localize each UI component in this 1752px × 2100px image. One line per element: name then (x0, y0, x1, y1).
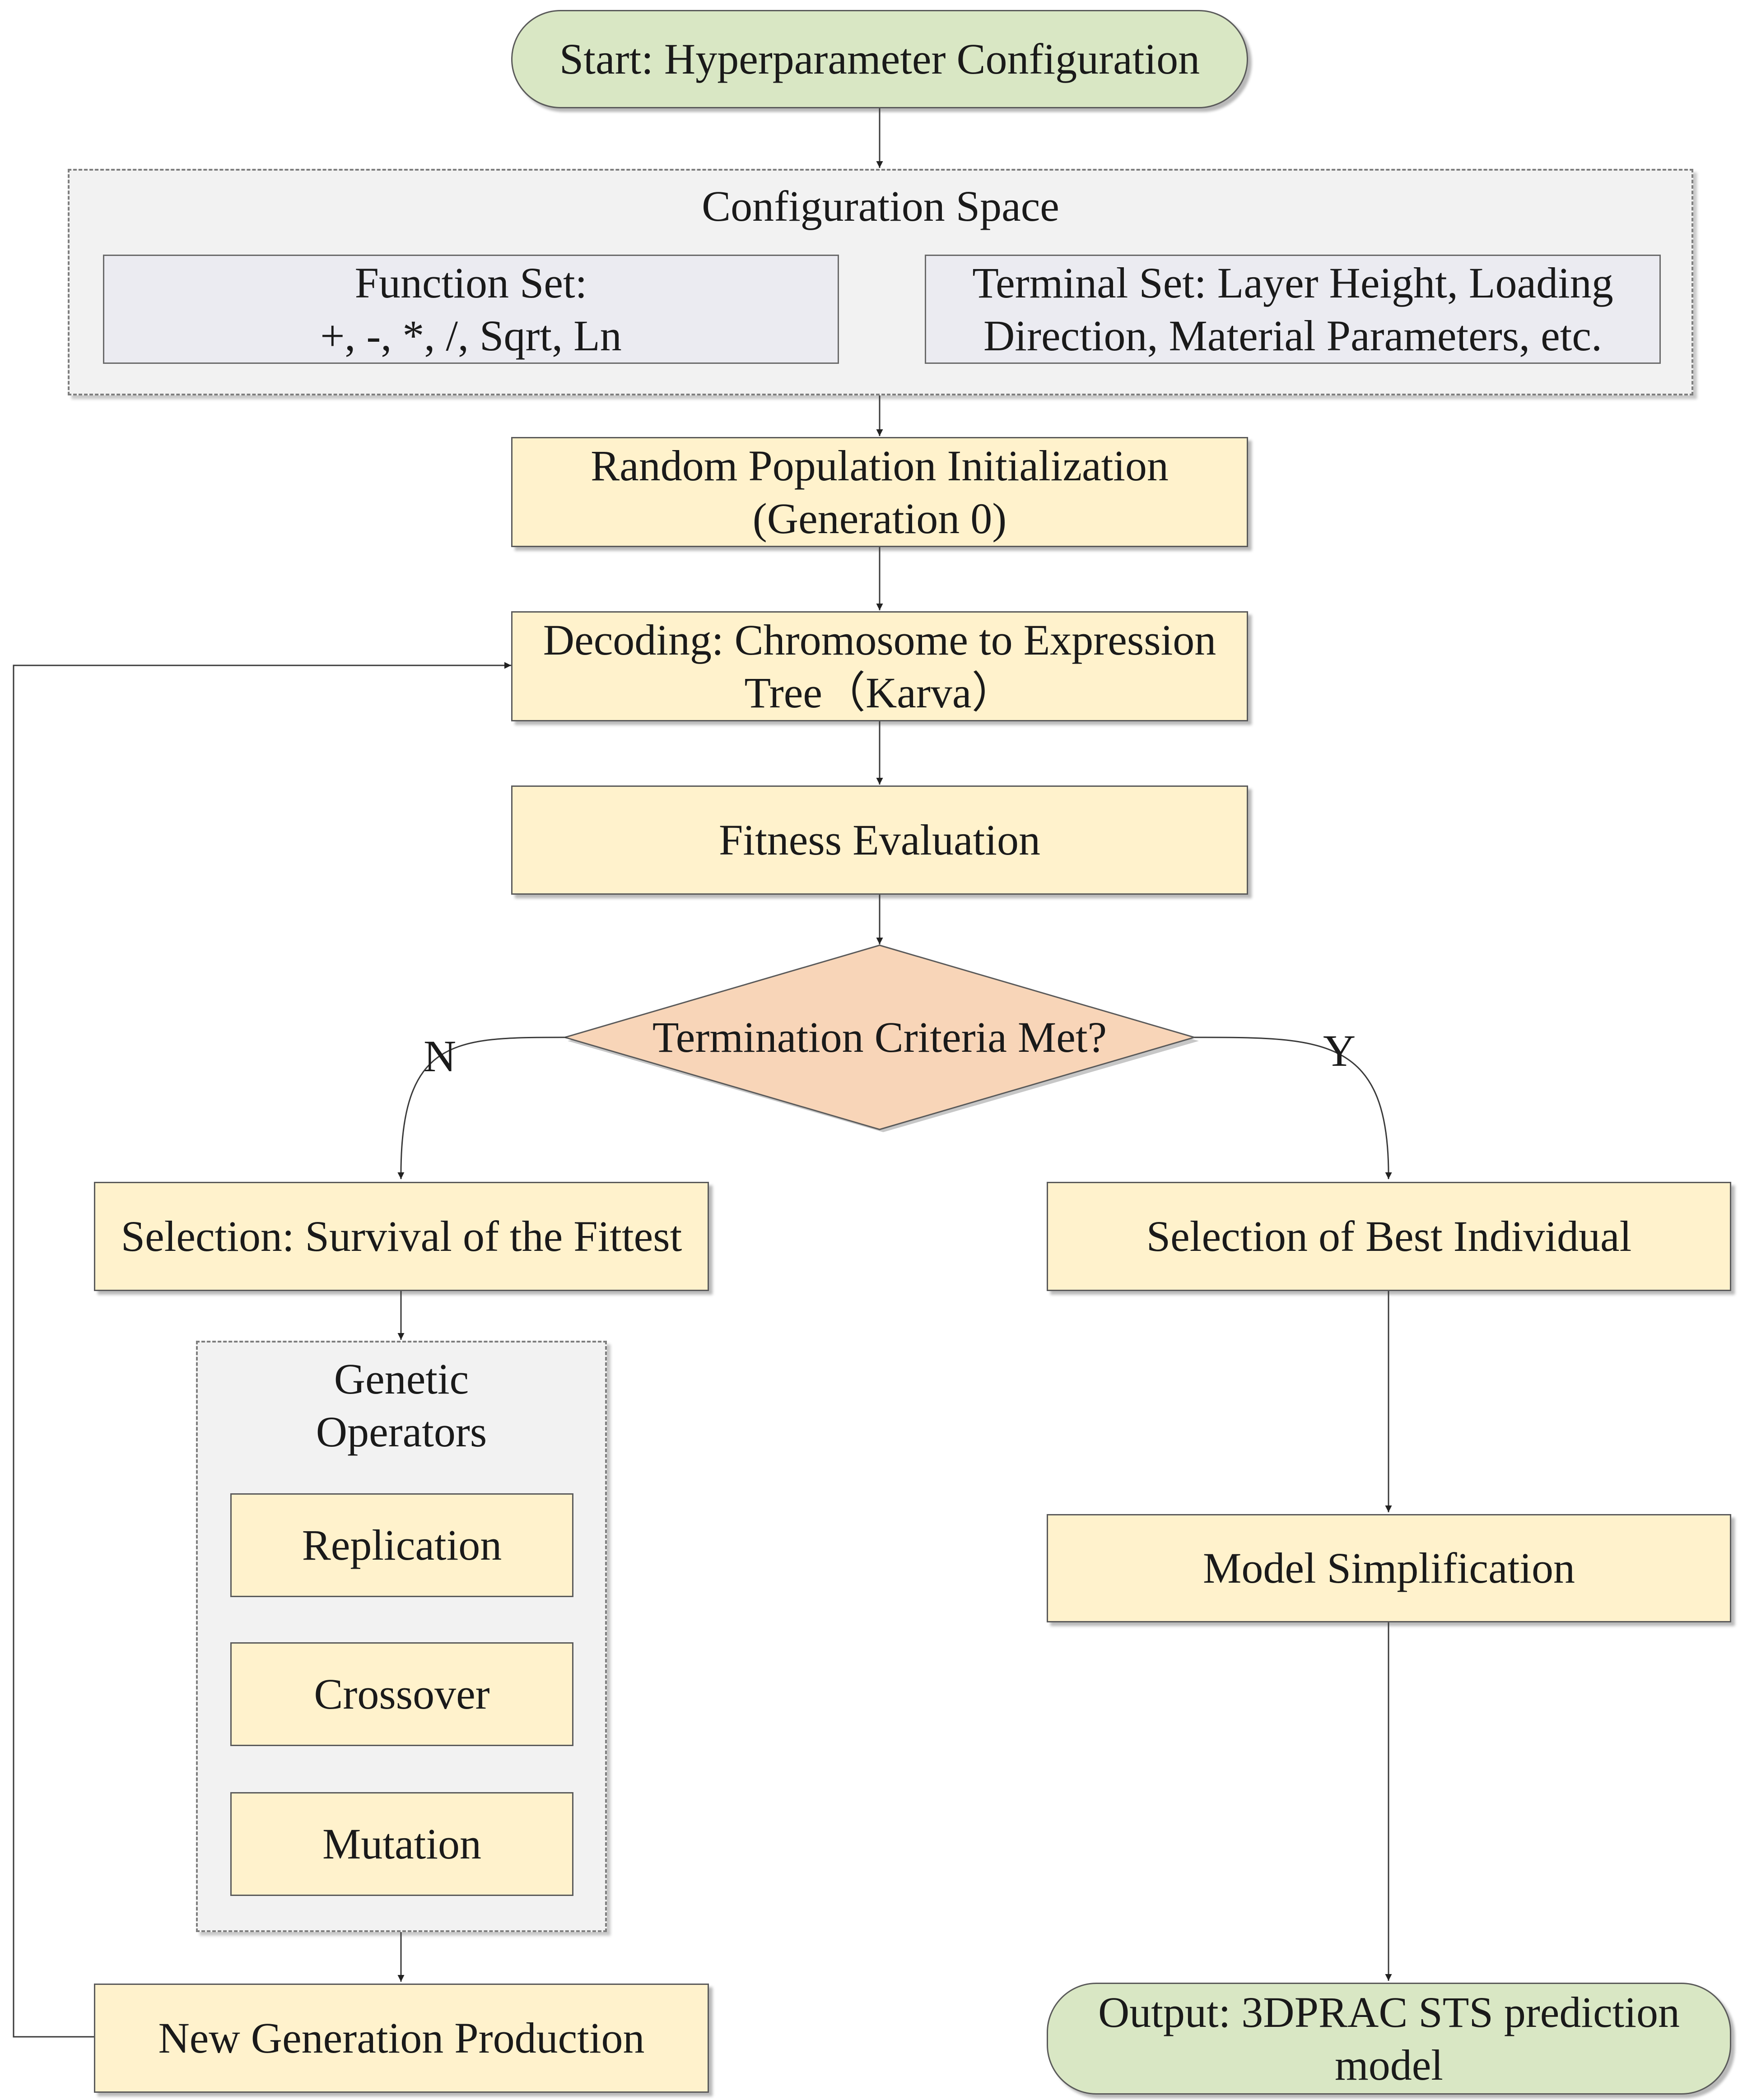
terminal-set-line1: Terminal Set: Layer Height, Loading (972, 258, 1613, 307)
configuration-space-title: Configuration Space (702, 182, 1059, 230)
genetic-operators-title: Genetic Operators (198, 1352, 605, 1458)
best-individual-box: Selection of Best Individual (1047, 1182, 1731, 1291)
random-population-init-box: Random Population Initialization (Genera… (511, 437, 1248, 547)
start-label: Start: Hyperparameter Configuration (559, 35, 1200, 84)
decision-yes-label: Y (1323, 1026, 1356, 1076)
replication-label: Replication (302, 1521, 502, 1570)
decision-label-wrap: Termination Criteria Met? (587, 1006, 1172, 1069)
function-set-line2: +, -, *, /, Sqrt, Ln (320, 311, 622, 360)
output-node: Output: 3DPRAC STS prediction model (1047, 1983, 1731, 2095)
replication-box: Replication (230, 1493, 573, 1597)
decision-no-label: N (424, 1031, 457, 1081)
selection-fittest-box: Selection: Survival of the Fittest (94, 1182, 709, 1291)
arrow-decision-yes (1194, 1036, 1392, 1180)
crossover-box: Crossover (230, 1642, 573, 1746)
genetic-operators-title-line2: Operators (316, 1408, 487, 1456)
function-set-line1: Function Set: (354, 258, 587, 307)
output-line1: Output: 3DPRAC STS prediction (1098, 1988, 1680, 2036)
random-init-line1: Random Population Initialization (591, 441, 1169, 490)
function-set-box: Function Set: +, -, *, /, Sqrt, Ln (103, 255, 839, 364)
start-node: Start: Hyperparameter Configuration (511, 10, 1248, 108)
random-init-line2: (Generation 0) (752, 494, 1007, 543)
genetic-operators-group: Genetic Operators Replication Crossover … (196, 1341, 607, 1932)
terminal-set-line2: Direction, Material Parameters, etc. (983, 311, 1603, 360)
mutation-box: Mutation (230, 1792, 573, 1896)
mutation-label: Mutation (322, 1820, 481, 1868)
fitness-evaluation-box: Fitness Evaluation (511, 785, 1248, 895)
crossover-label: Crossover (314, 1670, 490, 1719)
selection-fittest-label: Selection: Survival of the Fittest (121, 1212, 682, 1261)
new-generation-label: New Generation Production (158, 2014, 645, 2063)
fitness-label: Fitness Evaluation (719, 816, 1040, 864)
decision-label: Termination Criteria Met? (652, 1013, 1107, 1062)
genetic-operators-title-line1: Genetic (334, 1355, 469, 1403)
simplification-label: Model Simplification (1203, 1544, 1575, 1593)
new-generation-box: New Generation Production (94, 1984, 709, 2093)
model-simplification-box: Model Simplification (1047, 1514, 1731, 1622)
decoding-line2: Tree（Karva） (744, 669, 1015, 717)
decoding-line1: Decoding: Chromosome to Expression (543, 615, 1216, 664)
best-individual-label: Selection of Best Individual (1146, 1212, 1632, 1261)
configuration-space-group: Configuration Space Function Set: +, -, … (68, 169, 1693, 395)
decoding-box: Decoding: Chromosome to Expression Tree（… (511, 611, 1248, 721)
output-line2: model (1335, 2041, 1443, 2089)
terminal-set-box: Terminal Set: Layer Height, Loading Dire… (925, 255, 1661, 364)
